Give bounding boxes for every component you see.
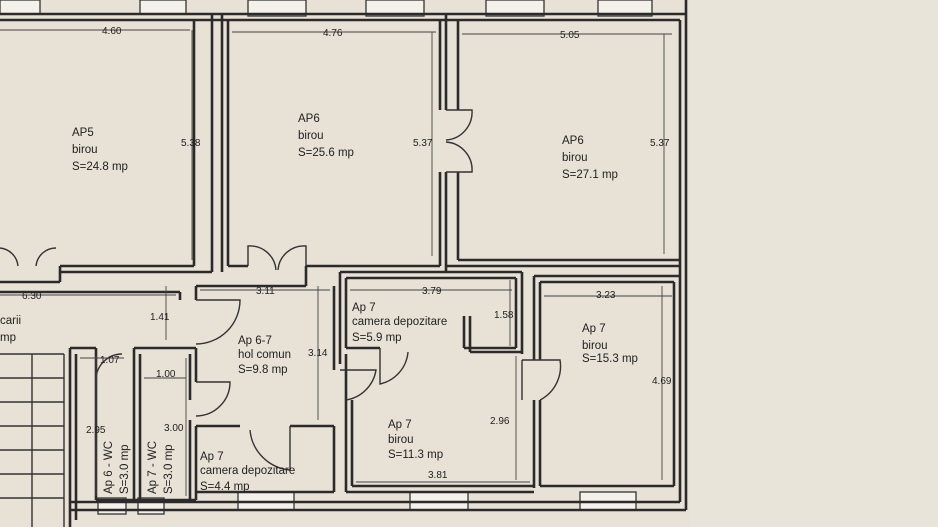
dim-ap6b-width: 5.05 xyxy=(560,30,580,41)
dim-birou-right-height: 4.69 xyxy=(652,376,672,387)
ap6a-area: S=25.6 mp xyxy=(298,147,354,159)
wc-left-name: Ap 6 - WC xyxy=(103,441,115,494)
dim-birou-right-width: 3.23 xyxy=(596,290,616,301)
cam-top-type: camera depozitare xyxy=(352,316,447,328)
window xyxy=(365,0,425,17)
window xyxy=(597,0,653,17)
cam-bottom-area: S=4.4 mp xyxy=(200,481,250,493)
paper-margin xyxy=(690,0,938,527)
dim-corridor-width: 6.30 xyxy=(22,291,42,302)
birou-mid-name: Ap 7 xyxy=(388,419,412,431)
birou-right-name: Ap 7 xyxy=(582,323,606,335)
ap5-area: S=24.8 mp xyxy=(72,161,128,173)
window xyxy=(139,0,187,15)
hol-type: hol comun xyxy=(238,349,291,361)
birou-mid-type: birou xyxy=(388,434,414,446)
dim-ap6a-width: 4.76 xyxy=(323,28,343,39)
dim-ap6b-height: 5.37 xyxy=(650,138,670,149)
ap6a-name: AP6 xyxy=(298,113,320,125)
ap5-name: AP5 xyxy=(72,127,94,139)
cam-top-area: S=5.9 mp xyxy=(352,332,402,344)
birou-right-area: S=15.3 mp xyxy=(582,353,638,365)
ap6b-type: birou xyxy=(562,152,588,164)
dimension-lines xyxy=(0,29,672,496)
dim-cam-top-width: 3.79 xyxy=(422,286,442,297)
wc-left-area: S=3.0 mp xyxy=(119,444,131,494)
cam-bottom-type: camera depozitare xyxy=(200,465,295,477)
ap6b-name: AP6 xyxy=(562,135,584,147)
hol-area: S=9.8 mp xyxy=(238,364,288,376)
windows xyxy=(0,0,653,515)
dim-cam-top-height: 1.58 xyxy=(494,310,514,321)
dim-wc-left-height: 2.95 xyxy=(86,425,106,436)
dim-ap6a-height: 5.37 xyxy=(413,138,433,149)
dim-hol-width: 3.11 xyxy=(256,286,275,297)
dim-wc-right-width: 1.00 xyxy=(156,369,176,380)
dimension-labels: 4.60 4.76 5.05 5.38 5.37 5.37 6.30 3.11 … xyxy=(22,26,672,481)
dim-birou-mid-width: 3.81 xyxy=(428,470,448,481)
hol-name: Ap 6-7 xyxy=(238,335,272,347)
dim-ap5-height: 5.38 xyxy=(181,138,201,149)
ap6b-area: S=27.1 mp xyxy=(562,169,618,181)
dim-wc-left-width: 1.07 xyxy=(100,355,120,366)
birou-right-type: birou xyxy=(582,340,608,352)
birou-mid-area: S=11.3 mp xyxy=(388,449,443,461)
room-labels: AP5 birou S=24.8 mp AP6 birou S=25.6 mp … xyxy=(0,113,638,494)
ap6a-type: birou xyxy=(298,130,324,142)
staircase xyxy=(0,353,65,527)
ap5-type: birou xyxy=(72,144,98,156)
cam-top-name: Ap 7 xyxy=(352,302,376,314)
wc-right-name: Ap 7 - WC xyxy=(147,441,159,494)
window xyxy=(485,0,545,17)
cam-bottom-name: Ap 7 xyxy=(200,451,224,463)
window xyxy=(247,0,307,17)
left-room-fragment-1: carii xyxy=(0,315,21,327)
dim-birou-mid-height: 2.96 xyxy=(490,416,510,427)
wc-right-area: S=3.0 mp xyxy=(163,444,175,494)
dim-passage-depth: 1.41 xyxy=(150,312,170,323)
walls xyxy=(0,0,688,527)
dim-hol-height: 3.14 xyxy=(308,348,328,359)
dim-wc-right-height: 3.00 xyxy=(164,423,184,434)
left-room-fragment-2: mp xyxy=(0,332,16,344)
dim-ap5-width: 4.60 xyxy=(102,26,122,37)
window xyxy=(0,0,41,15)
